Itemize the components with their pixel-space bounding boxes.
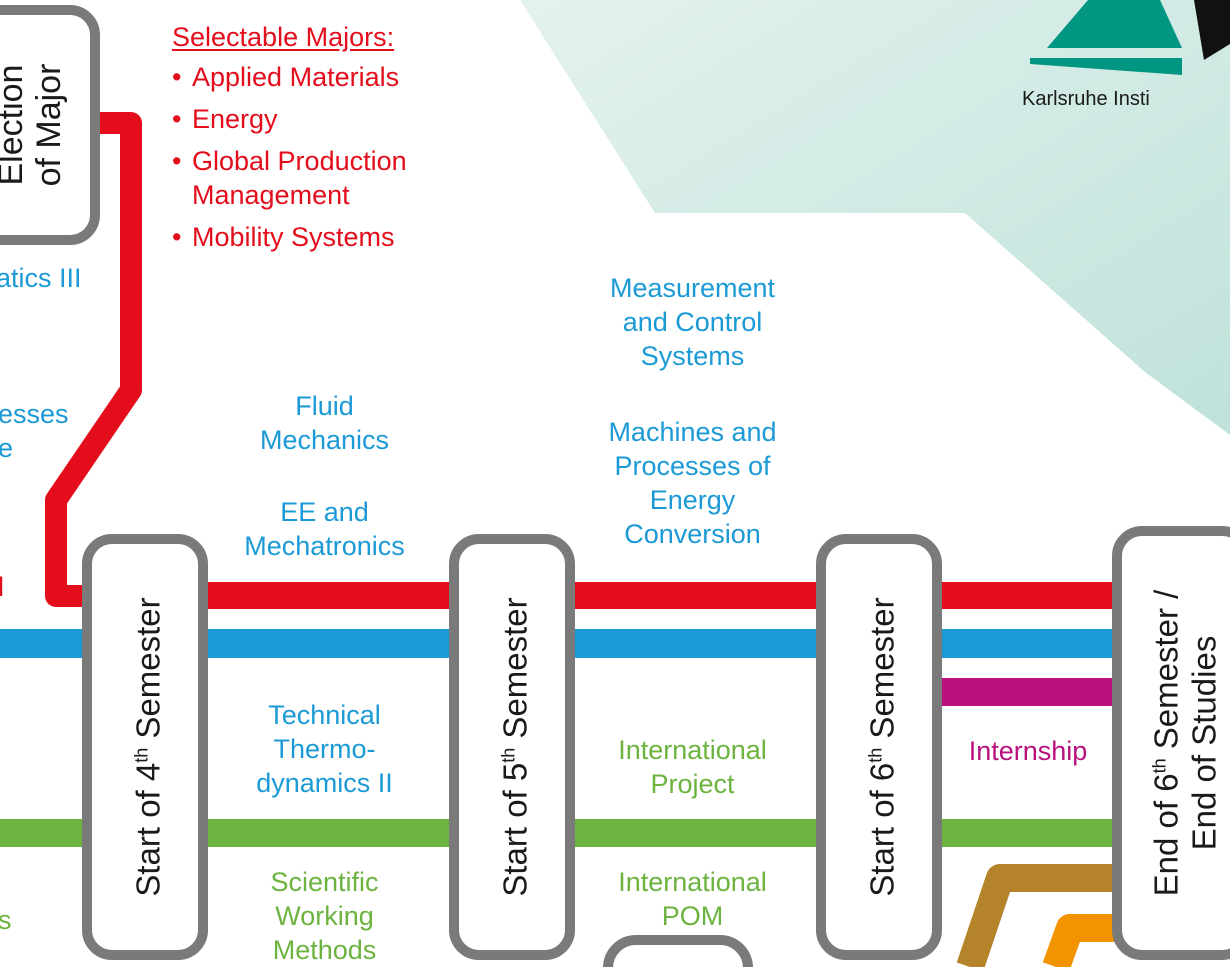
major-item: • Applied Materials (172, 62, 400, 92)
blue-track-seg2 (567, 629, 827, 658)
background-panel (520, 0, 1230, 435)
milestone-start-6th-semester: Start of 6th Semester (816, 534, 942, 960)
bullet-icon: • (172, 104, 182, 134)
partial-milestone-box (603, 935, 753, 967)
milestone-end-label: End of 6th Semester / End of Studies (1147, 589, 1223, 897)
kit-logo-icon (1030, 0, 1230, 75)
blue-track-seg0 (0, 629, 92, 658)
course-red-partial: l (0, 572, 4, 602)
majors-heading: Selectable Majors: (172, 22, 395, 52)
major-item: • Global Production Management (172, 146, 407, 210)
milestone-sem4-label: Start of 4th Semester (129, 597, 167, 897)
blue-track-seg1 (200, 629, 460, 658)
major-item: • Energy (172, 104, 278, 134)
bullet-icon: • (172, 222, 182, 252)
green-track-seg0 (0, 819, 92, 847)
milestone-election-label: Election of Major (0, 63, 68, 187)
course-math-partial: atics III (0, 263, 82, 293)
orange-track (1042, 914, 1122, 967)
major-item: • Mobility Systems (172, 222, 395, 252)
milestone-sem5-label: Start of 5th Semester (496, 597, 534, 897)
bullet-icon: • (172, 62, 182, 92)
course-internship: Internship (968, 736, 1088, 766)
milestone-end-of-studies: End of 6th Semester / End of Studies (1112, 526, 1230, 960)
bullet-icon: • (172, 146, 182, 176)
milestone-election-of-major: Election of Major (0, 5, 100, 245)
logo-name-text: Karlsruhe Insti (1022, 88, 1150, 110)
green-track-seg3 (934, 819, 1120, 847)
red-track-seg2 (567, 582, 827, 609)
red-major-connector (45, 112, 142, 607)
milestone-start-4th-semester: Start of 4th Semester (82, 534, 208, 960)
green-track-seg1 (200, 819, 460, 847)
blue-track-seg3 (934, 629, 1120, 658)
milestone-start-5th-semester: Start of 5th Semester (449, 534, 575, 960)
course-green-partial: s (0, 905, 12, 935)
green-track-seg2 (567, 819, 827, 847)
milestone-sem6-label: Start of 6th Semester (863, 597, 901, 897)
red-track-seg1 (200, 582, 460, 609)
magenta-track (934, 678, 1120, 706)
brown-track (956, 864, 1122, 967)
red-track-seg3 (934, 582, 1120, 609)
selectable-majors-list: Selectable Majors: • Applied Materials •… (172, 20, 462, 262)
